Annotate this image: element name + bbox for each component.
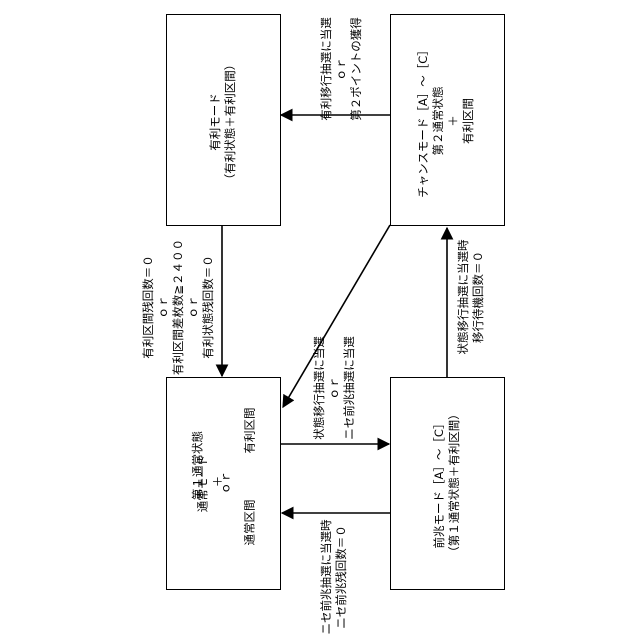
normal-mode-line1-text: 第１通常状態 [191,386,206,546]
label-omen-to-normal-line2: ニセ前兆残回数＝０ [334,517,349,637]
label-favorable-to-normal-line2: 有利区間差枚数≧２４００ [171,232,186,382]
label-normal-to-omen: 状態移行抽選に当選 ｏｒ ニセ前兆抽選に当選 [312,328,360,448]
label-favorable-to-normal: 有利区間残回数＝０ ｏｒ 有利区間差枚数≧２４００ ｏｒ 有利状態残回数＝０ [141,232,219,382]
label-favorable-to-normal-line3: 有利状態残回数＝０ [201,232,216,382]
label-omen-to-chance: 状態移行抽選に当選時 移行待機回数＝０ [456,237,488,357]
label-chance-to-favorable-or: ｏｒ [334,0,349,149]
label-omen-to-normal-line1: ニセ前兆抽選に当選時 [319,517,334,637]
normal-mode-region-favorable: 有利区間 [243,391,258,471]
label-chance-to-favorable-line1: 有利移行抽選に当選 [319,0,334,149]
label-normal-to-omen-line2: ニセ前兆抽選に当選 [342,328,357,448]
label-omen-to-normal: ニセ前兆抽選に当選時 ニセ前兆残回数＝０ [319,517,351,637]
normal-mode-line1: 第１通常状態 [191,386,206,546]
chance-mode-label: チャンスモード［A］～［C］ 第２通常状態 ＋ 有利区間 [416,21,478,221]
omen-mode-subtitle: （第１通常状態＋有利区間） [447,383,462,583]
omen-mode-label: 前兆モード［A］～［C］ （第１通常状態＋有利区間） [432,383,462,583]
normal-mode-region-favorable-text: 有利区間 [243,391,258,471]
label-normal-to-omen-line1: 状態移行抽選に当選 [312,328,327,448]
omen-mode-title: 前兆モード［A］～［C］ [432,383,447,583]
label-favorable-to-normal-or2: ｏｒ [186,232,201,382]
chance-mode-plus: ＋ [446,21,461,221]
label-omen-to-chance-line1: 状態移行抽選に当選時 [456,237,471,357]
favorable-mode-title: 有利モード [208,22,223,222]
normal-mode-or: ｏｒ [219,468,234,498]
chance-mode-line3: 有利区間 [461,21,476,221]
label-favorable-to-normal-or1: ｏｒ [156,232,171,382]
label-normal-to-omen-or: ｏｒ [327,328,342,448]
favorable-mode-label: 有利モード （有利状態＋有利区間） [208,22,238,222]
favorable-mode-subtitle: （有利状態＋有利区間） [223,22,238,222]
normal-mode-or-text: ｏｒ [219,468,234,498]
label-chance-to-favorable: 有利移行抽選に当選 ｏｒ 第２ポイントの獲得 [319,0,367,149]
label-favorable-to-normal-line1: 有利区間残回数＝０ [141,232,156,382]
chance-mode-line2: 第２通常状態 [431,21,446,221]
label-omen-to-chance-line2: 移行待機回数＝０ [471,237,486,357]
label-chance-to-favorable-line2: 第２ポイントの獲得 [349,0,364,149]
normal-mode-region-normal-text: 通常区間 [243,483,258,563]
chance-mode-title: チャンスモード［A］～［C］ [416,21,431,221]
normal-mode-region-normal: 通常区間 [243,483,258,563]
